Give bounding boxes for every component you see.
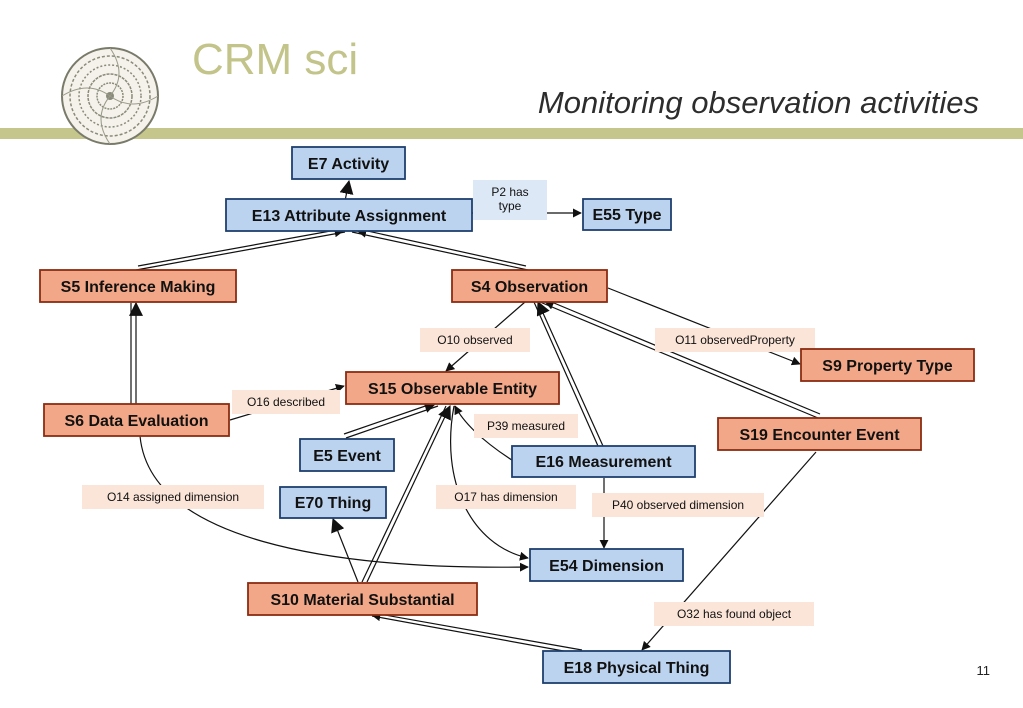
svg-text:E54 Dimension: E54 Dimension	[549, 558, 664, 575]
svg-text:S19 Encounter Event: S19 Encounter Event	[739, 427, 900, 444]
node-s19-encounter-event: S19 Encounter Event	[717, 417, 922, 451]
edge-label-p40: P40 observed dimension	[592, 493, 764, 517]
node-e18-physical-thing: E18 Physical Thing	[542, 650, 731, 684]
edge-e5-isa-s15	[343, 399, 439, 439]
slide-title: CRM sci	[192, 35, 359, 84]
edge-e18-isa-s10	[366, 607, 583, 655]
edge-e13-isa-e7	[339, 179, 354, 202]
edge-label-o17: O17 has dimension	[436, 485, 576, 509]
edge-o14-assigned-dimension	[139, 435, 529, 572]
node-s5-inference-making: S5 Inference Making	[39, 269, 237, 303]
edge-label-o32: O32 has found object	[654, 602, 814, 626]
edge-s5-isa-e13	[135, 223, 349, 271]
node-s6-data-evaluation: S6 Data Evaluation	[43, 403, 230, 437]
svg-text:O32 has found object: O32 has found object	[677, 607, 792, 621]
node-e5-event: E5 Event	[299, 438, 395, 472]
edge-label-p2: P2 has type	[473, 180, 547, 220]
svg-text:P40 observed dimension: P40 observed dimension	[612, 498, 744, 512]
node-s10-material-substantial: S10 Material Substantial	[247, 582, 478, 616]
edge-s6-isa-s5	[129, 301, 143, 404]
slide-subtitle: Monitoring observation activities	[537, 85, 979, 120]
edge-s10-isa-e70	[331, 517, 359, 583]
node-e13-attribute-assignment: E13 Attribute Assignment	[225, 198, 473, 232]
svg-text:E5 Event: E5 Event	[313, 448, 381, 465]
svg-text:E55 Type: E55 Type	[592, 207, 661, 224]
svg-text:S6 Data Evaluation: S6 Data Evaluation	[64, 413, 208, 430]
edge-s10-isa-s15	[361, 404, 451, 583]
edge-s19-isa-s4	[539, 296, 821, 419]
node-e54-dimension: E54 Dimension	[529, 548, 684, 582]
node-e55-type: E55 Type	[582, 198, 672, 231]
edge-o11-observed-property	[607, 287, 801, 366]
svg-text:O14 assigned dimension: O14 assigned dimension	[107, 490, 239, 504]
svg-text:E70 Thing: E70 Thing	[295, 495, 371, 512]
node-e16-measurement: E16 Measurement	[511, 445, 696, 478]
node-s4-observation: S4 Observation	[451, 269, 608, 303]
svg-text:E13 Attribute Assignment: E13 Attribute Assignment	[252, 208, 447, 225]
svg-text:P39 measured: P39 measured	[487, 419, 565, 433]
svg-text:O17 has dimension: O17 has dimension	[454, 490, 557, 504]
phaistos-disc-logo	[61, 47, 159, 145]
svg-text:P2 has: P2 has	[491, 185, 528, 199]
svg-text:S10 Material Substantial: S10 Material Substantial	[270, 592, 454, 609]
edge-label-o11: O11 observedProperty	[655, 328, 815, 352]
node-s15-observable-entity: S15 Observable Entity	[345, 371, 560, 405]
title-underline-bar	[0, 128, 1023, 139]
edge-label-o14: O14 assigned dimension	[82, 485, 264, 509]
edge-label-o16: O16 described	[232, 390, 340, 414]
node-s9-property-type: S9 Property Type	[800, 348, 975, 382]
edge-s4-isa-e13	[351, 223, 529, 271]
svg-text:O16 described: O16 described	[247, 395, 325, 409]
svg-text:S4 Observation: S4 Observation	[471, 279, 588, 296]
node-e70-thing: E70 Thing	[279, 486, 387, 519]
edge-label-p39: P39 measured	[474, 414, 578, 438]
edge-label-o10: O10 observed	[420, 328, 530, 352]
svg-text:S9 Property Type: S9 Property Type	[822, 358, 953, 375]
page-number: 11	[976, 663, 991, 678]
svg-text:E16 Measurement: E16 Measurement	[535, 454, 672, 471]
svg-text:S15 Observable Entity: S15 Observable Entity	[368, 381, 537, 398]
svg-text:E7 Activity: E7 Activity	[308, 156, 389, 173]
svg-text:type: type	[499, 199, 522, 213]
svg-text:E18 Physical Thing: E18 Physical Thing	[564, 660, 710, 677]
svg-text:O11 observedProperty: O11 observedProperty	[675, 333, 795, 347]
svg-text:O10 observed: O10 observed	[437, 333, 512, 347]
edge-e16-isa-s4	[533, 300, 604, 447]
svg-text:S5 Inference Making: S5 Inference Making	[61, 279, 216, 296]
node-e7-activity: E7 Activity	[291, 146, 406, 180]
